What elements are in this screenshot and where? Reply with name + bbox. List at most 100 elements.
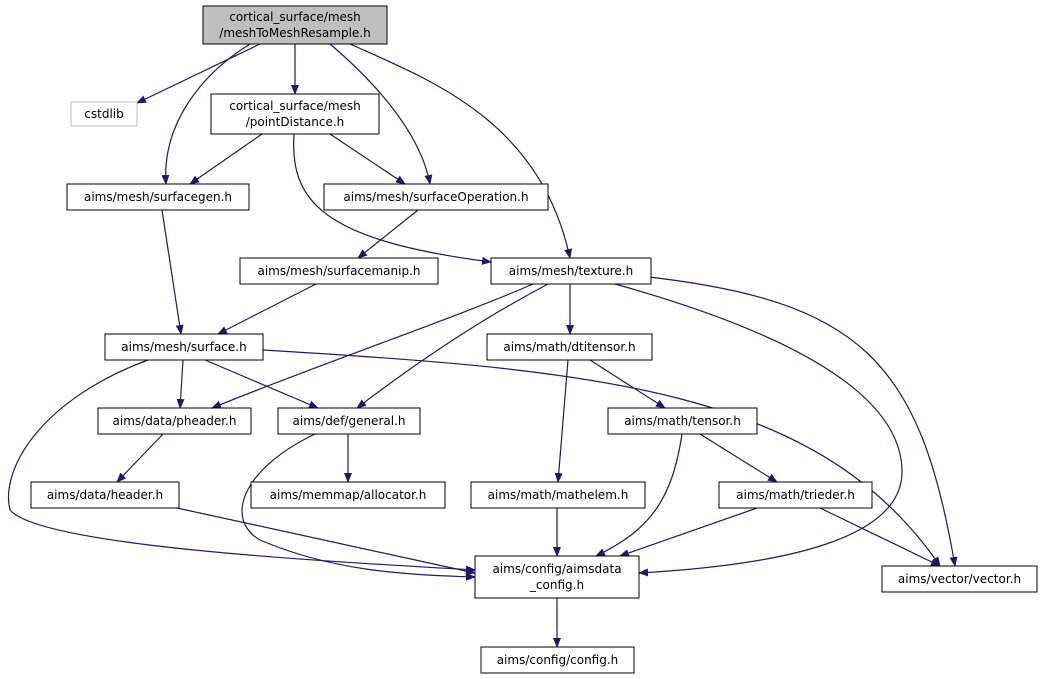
- edge-pheader-to-header: [116, 433, 164, 483]
- node-label: /meshToMeshResample.h: [219, 26, 370, 40]
- node-label: aims/mesh/surfacemanip.h: [257, 264, 420, 278]
- edge-path: [189, 133, 263, 185]
- edge-path: [176, 507, 476, 575]
- node-label: cortical_surface/mesh: [229, 99, 361, 113]
- edge-path: [357, 209, 419, 259]
- node-surfacegen[interactable]: aims/mesh/surfacegen.h: [66, 183, 250, 211]
- node-box: [30, 481, 180, 509]
- edge-path: [116, 433, 164, 483]
- edge-dtitensor-to-mathelem: [554, 359, 569, 483]
- edge-path: [217, 283, 317, 335]
- edge-pointDistance-to-surfaceOperation: [329, 133, 406, 185]
- node-dtitensor[interactable]: aims/math/dtitensor.h: [486, 333, 653, 361]
- node-pointDistance[interactable]: cortical_surface/mesh/pointDistance.h: [210, 93, 380, 135]
- node-label: aims/memmap/allocator.h: [270, 488, 427, 502]
- edge-path: [204, 359, 319, 409]
- node-box: [474, 555, 640, 599]
- node-box: [66, 183, 250, 211]
- node-box: [277, 407, 421, 435]
- edge-trieder-to-aimsdata_config: [619, 507, 758, 557]
- node-pheader[interactable]: aims/data/pheader.h: [97, 407, 252, 435]
- node-box: [470, 481, 646, 509]
- node-aimsdata_config[interactable]: aims/config/aimsdata _config.h: [474, 555, 640, 599]
- edge-texture-to-vector: [639, 275, 958, 567]
- node-label: aims/mesh/surfacegen.h: [84, 190, 232, 204]
- node-surfacemanip[interactable]: aims/mesh/surfacemanip.h: [239, 257, 439, 285]
- node-box: [210, 93, 380, 135]
- node-tensor[interactable]: aims/math/tensor.h: [607, 407, 758, 435]
- edge-surfaceOperation-to-surfacemanip: [357, 209, 419, 259]
- node-box: [323, 183, 549, 211]
- node-surfaceOperation[interactable]: aims/mesh/surfaceOperation.h: [323, 183, 549, 211]
- node-label: cstdlib: [84, 107, 123, 121]
- node-box: [239, 257, 439, 285]
- node-config[interactable]: aims/config/config.h: [480, 646, 635, 674]
- node-box: [97, 407, 252, 435]
- edge-root-to-surfacegen: [161, 43, 251, 185]
- node-label: aims/data/pheader.h: [113, 414, 237, 428]
- node-label: aims/math/mathelem.h: [488, 488, 629, 502]
- edge-surface-to-vector: [262, 349, 941, 567]
- node-vector[interactable]: aims/vector/vector.h: [881, 565, 1038, 593]
- node-box: [881, 565, 1038, 593]
- node-label: aims/config/aimsdata: [492, 562, 621, 576]
- edge-surface-to-pheader: [176, 359, 185, 409]
- edge-path: [241, 433, 476, 581]
- edge-path: [819, 507, 941, 567]
- node-label: aims/data/header.h: [47, 488, 163, 502]
- node-box: [486, 333, 653, 361]
- node-label: /pointDistance.h: [246, 115, 345, 129]
- node-texture[interactable]: aims/mesh/texture.h: [490, 257, 652, 285]
- edge-path: [262, 349, 941, 567]
- edge-root-to-surfaceOperation: [329, 43, 433, 185]
- node-root[interactable]: cortical_surface/mesh/meshToMeshResample…: [202, 5, 388, 45]
- edge-path: [349, 43, 572, 259]
- node-surface[interactable]: aims/mesh/surface.h: [104, 333, 264, 361]
- node-box: [70, 101, 138, 127]
- nodes-layer: cortical_surface/mesh/meshToMeshResample…: [30, 5, 1038, 674]
- edge-texture-to-general: [356, 283, 549, 409]
- edges-layer: [8, 43, 958, 648]
- edge-path: [176, 359, 185, 409]
- node-box: [202, 5, 388, 45]
- node-header[interactable]: aims/data/header.h: [30, 481, 180, 509]
- node-general[interactable]: aims/def/general.h: [277, 407, 421, 435]
- edge-surface-to-aimsdata_config: [8, 359, 476, 574]
- edge-general-to-aimsdata_config: [241, 433, 476, 581]
- node-mathelem[interactable]: aims/math/mathelem.h: [470, 481, 646, 509]
- node-label: aims/math/trieder.h: [736, 488, 855, 502]
- edge-path: [211, 283, 534, 409]
- node-box: [104, 333, 264, 361]
- node-label: aims/vector/vector.h: [898, 572, 1021, 586]
- node-label: aims/mesh/surfaceOperation.h: [343, 190, 528, 204]
- node-label: aims/mesh/texture.h: [509, 264, 633, 278]
- edge-path: [614, 283, 903, 577]
- edge-path: [329, 133, 406, 185]
- edge-path: [554, 359, 569, 483]
- edge-path: [699, 433, 778, 483]
- edge-surfacemanip-to-surface: [217, 283, 317, 335]
- node-label: _config.h: [529, 578, 584, 592]
- edge-tensor-to-trieder: [699, 433, 778, 483]
- edge-pointDistance-to-surfacegen: [189, 133, 263, 185]
- node-box: [250, 481, 446, 509]
- node-trieder[interactable]: aims/math/trieder.h: [718, 481, 873, 509]
- node-box: [718, 481, 873, 509]
- node-allocator[interactable]: aims/memmap/allocator.h: [250, 481, 446, 509]
- edge-trieder-to-vector: [819, 507, 941, 567]
- edge-root-to-cstdlib: [136, 43, 261, 104]
- edge-path: [639, 275, 958, 567]
- edge-tensor-to-aimsdata_config: [595, 433, 683, 557]
- edge-dtitensor-to-tensor: [589, 359, 666, 409]
- edge-root-to-texture: [349, 43, 572, 259]
- node-label: aims/mesh/surface.h: [121, 340, 246, 354]
- edge-path: [329, 43, 433, 185]
- edge-path: [161, 43, 251, 185]
- edge-header-to-aimsdata_config: [176, 507, 476, 575]
- node-cstdlib[interactable]: cstdlib: [70, 101, 138, 127]
- node-box: [607, 407, 758, 435]
- edge-texture-to-pheader: [211, 283, 534, 409]
- node-label: aims/config/config.h: [497, 653, 619, 667]
- edge-path: [589, 359, 666, 409]
- node-label: cortical_surface/mesh: [229, 10, 361, 24]
